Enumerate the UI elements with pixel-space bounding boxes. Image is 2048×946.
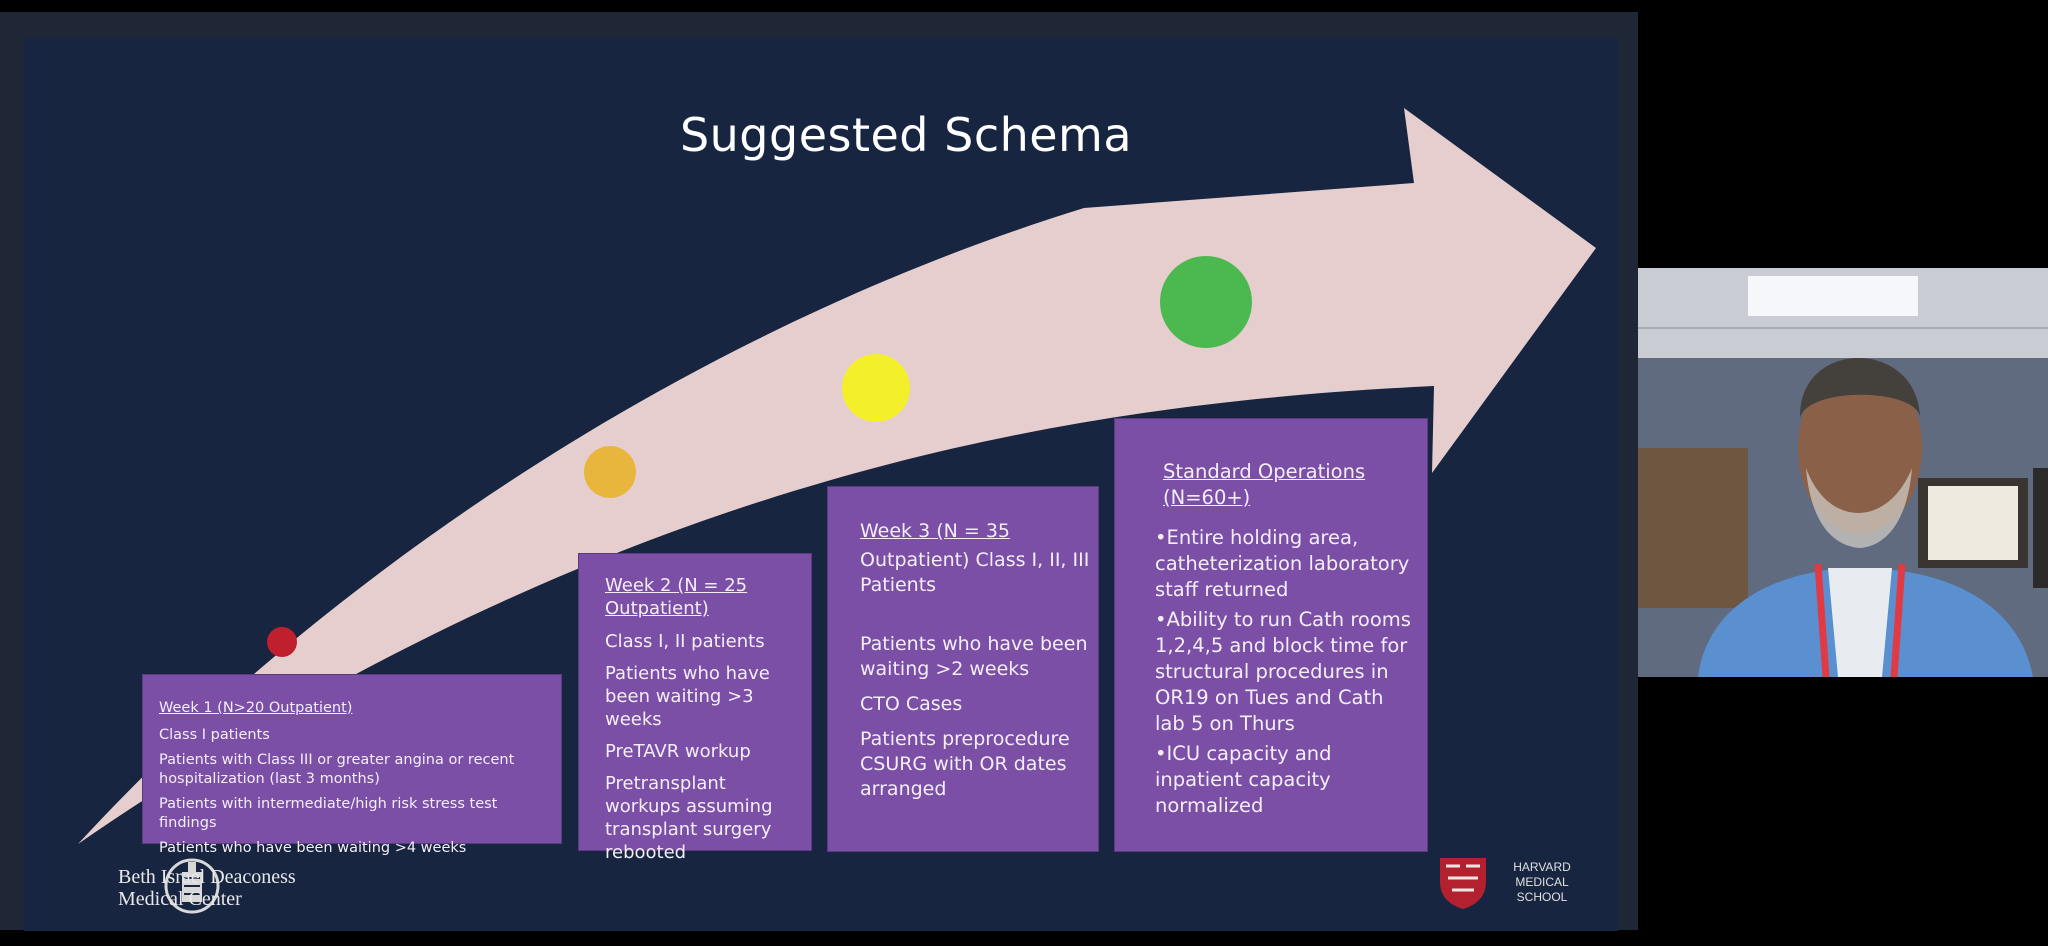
milestone-dot-orange — [584, 446, 636, 498]
hms-wordmark: HARVARD MEDICAL SCHOOL — [1506, 860, 1578, 905]
week1-box: Week 1 (N>20 Outpatient) Class I patient… — [142, 674, 562, 856]
milestone-dot-green — [1160, 256, 1252, 348]
hms-line1: HARVARD — [1513, 860, 1571, 874]
week3-heading: Week 3 (N = 35 — [860, 520, 1011, 542]
week2-item: Class I, II patients — [605, 631, 765, 652]
standard-item: •ICU capacity and inpatient capacity nor… — [1155, 742, 1332, 817]
harvard-shield-icon — [1440, 858, 1486, 909]
week3-item: Patients who have been waiting >2 weeks — [860, 633, 1088, 680]
participant-video-tile[interactable] — [1638, 268, 2048, 677]
hms-line3: SCHOOL — [1516, 890, 1568, 904]
standard-operations-box: Standard Operations (N=60+) •Entire hold… — [1114, 418, 1428, 852]
week1-item: Patients who have been waiting >4 weeks — [159, 840, 467, 856]
week3-box: Week 3 (N = 35 Outpatient) Class I, II, … — [827, 486, 1099, 852]
week1-item: Class I patients — [159, 727, 270, 743]
week3-item: Patients preprocedure CSURG with OR date… — [860, 728, 1070, 800]
presentation-slide: Suggested Schema Week 1 (N>20 Outpatient… — [24, 38, 1618, 931]
screen-share-frame: Suggested Schema Week 1 (N>20 Outpatient… — [0, 12, 1638, 931]
standard-operations-heading: Standard Operations (N=60+) — [1163, 460, 1366, 509]
slide-title: Suggested Schema — [679, 108, 1133, 162]
hms-line2: MEDICAL — [1515, 875, 1569, 889]
week1-item: Patients with Class III or greater angin… — [159, 752, 515, 787]
week2-item: Pretransplant workups assuming transplan… — [605, 773, 773, 863]
bidmc-line2: Medical Center — [118, 888, 242, 910]
milestone-dot-yellow — [842, 354, 910, 422]
week2-heading: Week 2 (N = 25 Outpatient) — [605, 575, 748, 619]
milestone-dot-red — [267, 627, 297, 657]
bidmc-line1: Beth Israel Deaconess — [118, 866, 296, 888]
week2-box: Week 2 (N = 25 Outpatient) Class I, II p… — [578, 553, 812, 863]
bidmc-logo-icon — [164, 858, 220, 914]
week1-heading: Week 1 (N>20 Outpatient) — [159, 700, 353, 716]
week3-item: Outpatient) Class I, II, III Patients — [860, 549, 1090, 596]
week2-item: PreTAVR workup — [605, 741, 751, 762]
standard-item: •Ability to run Cath rooms 1,2,4,5 and b… — [1155, 608, 1411, 735]
standard-item: •Entire holding area, catheterization la… — [1155, 526, 1410, 601]
week1-item: Patients with intermediate/high risk str… — [159, 796, 498, 831]
timeline-arrow — [78, 108, 1596, 844]
participant-video-icon — [1638, 268, 2048, 677]
bidmc-wordmark: Beth Israel Deaconess Medical Center — [118, 866, 296, 910]
week2-item: Patients who have been waiting >3 weeks — [605, 663, 770, 730]
week3-item: CTO Cases — [860, 693, 963, 715]
